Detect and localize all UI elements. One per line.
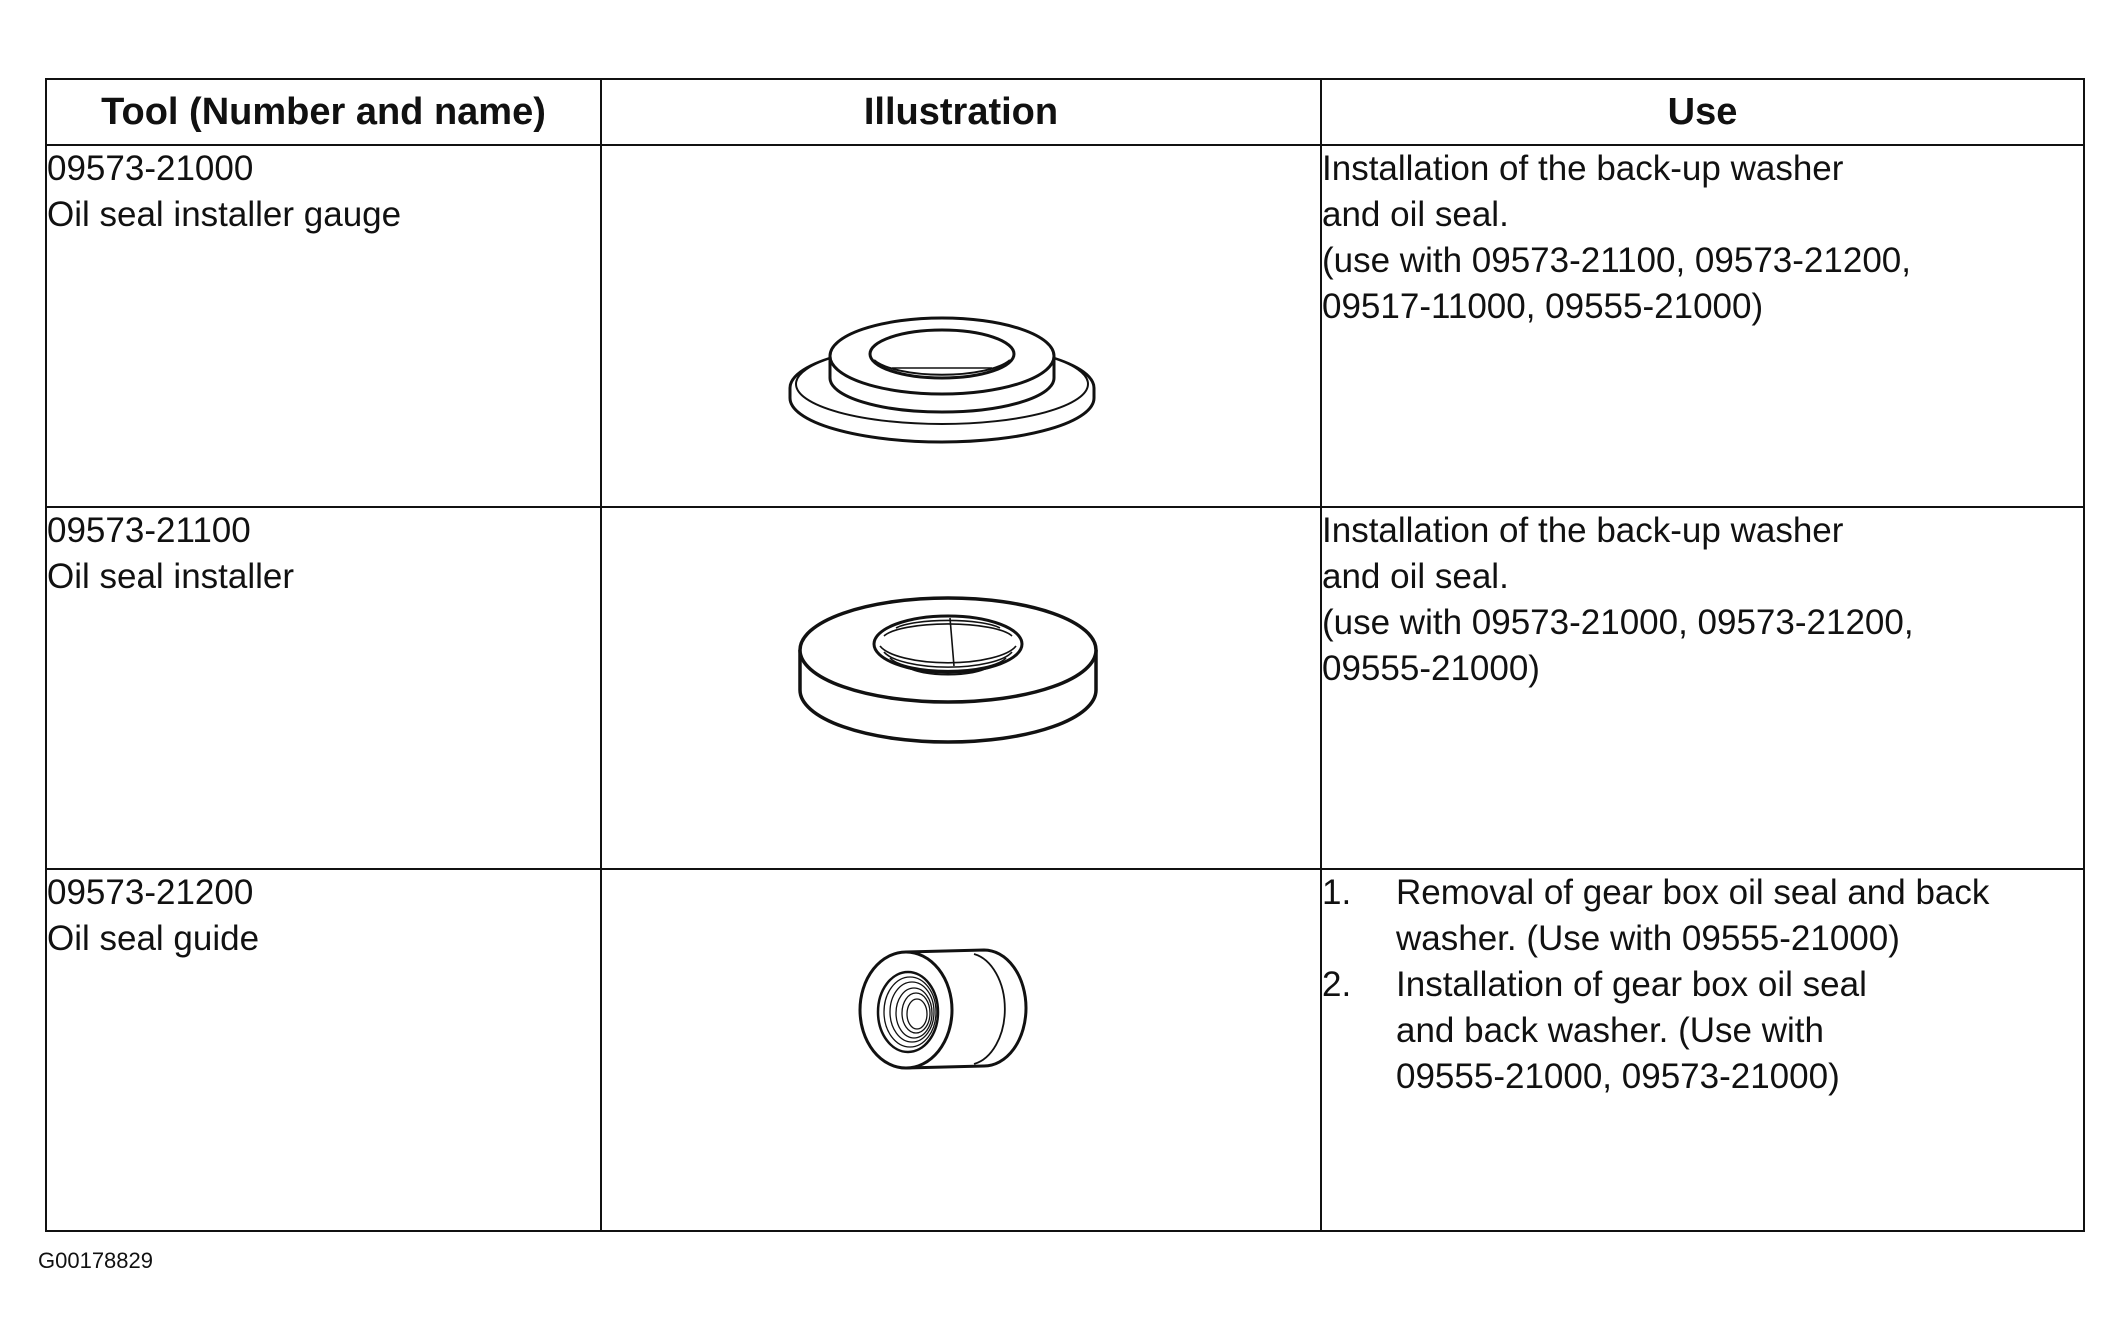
use-line: Installation of the back-up washer bbox=[1322, 149, 1844, 188]
oil-seal-installer-icon bbox=[798, 596, 1098, 744]
use-line: Installation of gear box oil seal bbox=[1396, 965, 1867, 1004]
step-number: 2. bbox=[1322, 965, 1352, 1004]
tool-name: Oil seal guide bbox=[47, 919, 260, 958]
table-row: 09573-21100 Oil seal installer bbox=[45, 506, 2085, 870]
list-item: 2. Installation of gear box oil seal and… bbox=[1322, 962, 2083, 1100]
use-line: and back washer. (Use with bbox=[1396, 1011, 1824, 1050]
use-line: Removal of gear box oil seal and back bbox=[1396, 873, 1990, 912]
step-number: 1. bbox=[1322, 873, 1352, 912]
oil-seal-guide-icon bbox=[858, 948, 1028, 1070]
illustration-cell bbox=[600, 506, 1322, 870]
tool-number: 09573-21100 bbox=[47, 511, 251, 550]
tool-number: 09573-21200 bbox=[47, 873, 254, 912]
tool-name: Oil seal installer bbox=[47, 557, 295, 596]
use-cell: Installation of the back-up washer and o… bbox=[1320, 144, 2085, 508]
use-line: (use with 09573-21100, 09573-21200, bbox=[1322, 241, 1911, 280]
use-line: (use with 09573-21000, 09573-21200, bbox=[1322, 603, 1914, 642]
special-tools-table-sheet: Tool (Number and name) Illustration Use … bbox=[45, 78, 2085, 1238]
use-steps-list: 1. Removal of gear box oil seal and back… bbox=[1322, 870, 2083, 1100]
tool-cell: 09573-21000 Oil seal installer gauge bbox=[45, 144, 602, 508]
tool-number: 09573-21000 bbox=[47, 149, 254, 188]
figure-id: G00178829 bbox=[38, 1248, 153, 1273]
use-line: Installation of the back-up washer bbox=[1322, 511, 1844, 550]
tool-cell: 09573-21100 Oil seal installer bbox=[45, 506, 602, 870]
table-row: 09573-21000 Oil seal installer gauge bbox=[45, 144, 2085, 508]
table-row: 09573-21200 Oil seal guide bbox=[45, 868, 2085, 1232]
header-illustration: Illustration bbox=[600, 78, 1322, 146]
use-line: and oil seal. bbox=[1322, 195, 1509, 234]
table-header-row: Tool (Number and name) Illustration Use bbox=[45, 78, 2085, 146]
special-tools-table: Tool (Number and name) Illustration Use … bbox=[45, 78, 2085, 1232]
list-item: 1. Removal of gear box oil seal and back… bbox=[1322, 870, 2083, 962]
tool-name: Oil seal installer gauge bbox=[47, 195, 402, 234]
illustration-cell bbox=[600, 144, 1322, 508]
use-line: 09555-21000) bbox=[1322, 649, 1540, 688]
use-line: and oil seal. bbox=[1322, 557, 1509, 596]
use-cell: Installation of the back-up washer and o… bbox=[1320, 506, 2085, 870]
use-cell: 1. Removal of gear box oil seal and back… bbox=[1320, 868, 2085, 1232]
tool-cell: 09573-21200 Oil seal guide bbox=[45, 868, 602, 1232]
use-line: washer. (Use with 09555-21000) bbox=[1396, 919, 1900, 958]
use-line: 09555-21000, 09573-21000) bbox=[1396, 1057, 1840, 1096]
oil-seal-installer-gauge-icon bbox=[788, 316, 1096, 444]
header-tool: Tool (Number and name) bbox=[45, 78, 602, 146]
illustration-cell bbox=[600, 868, 1322, 1232]
header-use: Use bbox=[1320, 78, 2085, 146]
use-line: 09517-11000, 09555-21000) bbox=[1322, 287, 1764, 326]
